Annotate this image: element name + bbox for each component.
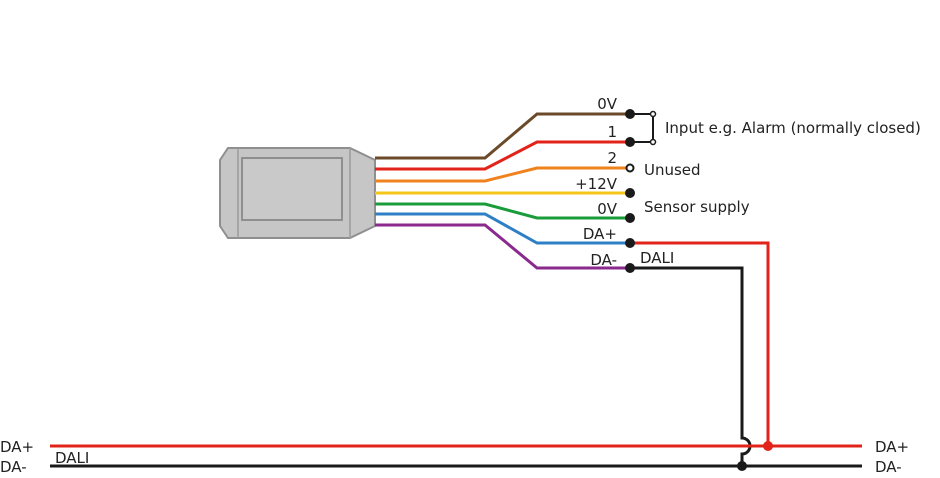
terminal-label-0v-input: 0V bbox=[597, 95, 618, 113]
bus-junction-minus bbox=[737, 461, 747, 471]
terminal-label-12v: +12V bbox=[575, 175, 618, 193]
terminal-blue bbox=[625, 238, 635, 248]
bus-label: DALI bbox=[55, 449, 89, 467]
terminals bbox=[625, 109, 635, 273]
terminal-orange bbox=[625, 163, 635, 173]
terminal-yellow bbox=[625, 188, 635, 198]
terminal-red bbox=[625, 137, 635, 147]
sensor-module-window bbox=[241, 157, 343, 221]
input-annotation: Input e.g. Alarm (normally closed) bbox=[665, 119, 921, 137]
terminal-label-2: 2 bbox=[607, 149, 617, 167]
input-bracket-node-bottom bbox=[649, 138, 657, 146]
terminal-label-da-minus: DA- bbox=[590, 251, 617, 269]
terminal-label-da-plus: DA+ bbox=[583, 225, 617, 243]
sensor-supply-annotation: Sensor supply bbox=[644, 198, 750, 216]
bus-left-minus-label: DA- bbox=[0, 458, 27, 476]
wires bbox=[375, 112, 630, 270]
wire-orange bbox=[375, 166, 630, 183]
input-bracket bbox=[630, 110, 657, 146]
wire-purple bbox=[375, 223, 630, 270]
terminal-label-0v-supply: 0V bbox=[597, 200, 618, 218]
wire-red bbox=[375, 140, 630, 171]
dali-branch-plus bbox=[630, 241, 770, 446]
bus-right-minus-label: DA- bbox=[875, 458, 902, 476]
dali-branch-label: DALI bbox=[640, 249, 674, 267]
bus-right-plus-label: DA+ bbox=[875, 438, 909, 456]
wire-green bbox=[375, 202, 630, 220]
sensor-module bbox=[219, 147, 376, 239]
wire-brown bbox=[375, 112, 630, 160]
terminal-label-1: 1 bbox=[607, 123, 617, 141]
bus-junction-plus bbox=[763, 441, 773, 451]
bus-left-plus-label: DA+ bbox=[0, 438, 34, 456]
unused-annotation: Unused bbox=[644, 161, 701, 179]
dali-branch-minus bbox=[630, 266, 752, 466]
terminal-brown bbox=[625, 109, 635, 119]
wire-blue bbox=[375, 212, 630, 245]
terminal-green bbox=[625, 213, 635, 223]
input-bracket-line bbox=[630, 113, 654, 143]
terminal-purple bbox=[625, 263, 635, 273]
input-bracket-node-top bbox=[649, 110, 657, 118]
